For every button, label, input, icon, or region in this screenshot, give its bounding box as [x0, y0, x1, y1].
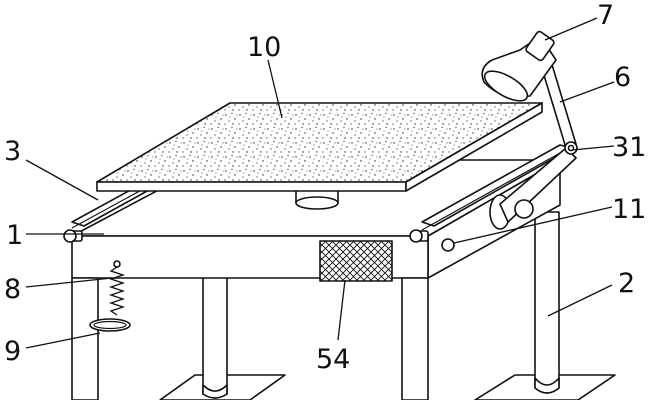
drawing-board-side	[96, 181, 407, 192]
spring-coil	[108, 266, 126, 316]
crosshatch-panel	[319, 240, 393, 282]
lamp-mechanism	[489, 57, 578, 230]
back-leg-left-foot	[202, 384, 228, 399]
label-2: 2	[618, 268, 635, 299]
spring-assembly	[89, 260, 131, 332]
rail-knob-right	[409, 229, 423, 243]
rail-knob-left	[63, 229, 77, 243]
suction-ring-inner	[93, 320, 127, 330]
label-10: 10	[247, 32, 281, 63]
lamp-shade-rim	[483, 70, 529, 102]
leader-7	[544, 17, 598, 41]
label-1: 1	[6, 220, 23, 251]
label-6: 6	[614, 62, 631, 93]
labels: 10 7 6 31 3 1 11 8 2 9 54	[4, 0, 646, 375]
label-9: 9	[4, 336, 21, 367]
back-legs	[202, 211, 560, 399]
label-31: 31	[612, 132, 646, 163]
lamp-arm-joint-inner	[567, 144, 575, 152]
leader-9	[25, 332, 101, 349]
leader-3	[25, 159, 99, 201]
leader-11	[453, 206, 613, 244]
leader-2	[547, 284, 613, 317]
front-legs	[71, 277, 429, 400]
back-leg-left	[202, 275, 228, 395]
leader-10	[267, 59, 283, 119]
side-hole	[441, 238, 455, 252]
back-leg-right-foot	[534, 377, 560, 394]
lamp	[481, 30, 557, 102]
mount-hub	[514, 199, 534, 219]
drawing-board-side-right	[405, 102, 543, 192]
leader-8	[25, 277, 113, 288]
back-leg-right	[534, 211, 560, 388]
label-8: 8	[4, 274, 21, 305]
board-support	[295, 189, 339, 210]
spring-top-cap	[113, 260, 121, 268]
leader-lines	[25, 17, 615, 349]
label-3: 3	[4, 136, 21, 167]
leader-54	[337, 279, 346, 341]
leader-31	[571, 145, 615, 151]
label-11: 11	[612, 194, 646, 225]
front-leg-right	[401, 277, 429, 400]
front-leg-left	[71, 277, 99, 400]
right-rail-edge	[421, 152, 561, 231]
suction-ring	[89, 318, 131, 332]
label-7: 7	[597, 0, 614, 31]
support-cylinder-bottom	[295, 196, 339, 210]
leader-6	[559, 81, 615, 103]
label-54: 54	[316, 344, 350, 375]
